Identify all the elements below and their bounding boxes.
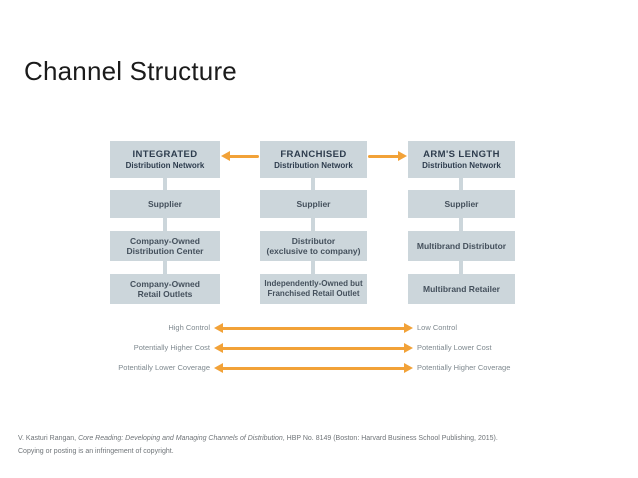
arrowhead-left-icon — [214, 323, 223, 333]
arrowhead-left-icon — [214, 363, 223, 373]
box-label: Multibrand Distributor — [416, 240, 507, 251]
box-label: Distributor — [291, 235, 336, 246]
box-supplier-franchised: Supplier — [260, 190, 367, 218]
box-label: Franchised Retail Outlet — [267, 289, 360, 298]
double-arrow-icon — [214, 363, 413, 374]
comparison-right-label: Potentially Higher Coverage — [417, 363, 511, 372]
header-title: FRANCHISED — [280, 148, 347, 160]
comparison-right-label: Potentially Lower Cost — [417, 343, 492, 352]
box-supplier-arms-length: Supplier — [408, 190, 515, 218]
citation-line-1: V. Kasturi Rangan, Core Reading: Develop… — [18, 432, 498, 445]
citation-line-2: Copying or posting is an infringement of… — [18, 448, 174, 455]
box-label: Supplier — [147, 198, 182, 209]
box-label: Company-Owned — [130, 235, 200, 246]
arrowhead-right-icon — [404, 323, 413, 333]
box-label: Supplier — [296, 198, 331, 209]
connector-line — [311, 218, 315, 231]
header-title: ARM'S LENGTH — [423, 148, 500, 160]
arrowhead-right-icon — [404, 363, 413, 373]
comparison-left-label: High Control — [168, 323, 210, 332]
comparison-left-label: Potentially Higher Cost — [133, 343, 210, 352]
right-arrow-icon — [368, 151, 407, 162]
box-multibrand-retailer: Multibrand Retailer — [408, 274, 515, 304]
box-franchised-retail-outlet: Independently-Owned but Franchised Retai… — [260, 274, 367, 304]
arrow-shaft — [221, 347, 406, 350]
comparison-right-label: Low Control — [417, 323, 458, 332]
arrowhead-right-icon — [404, 343, 413, 353]
connector-line — [311, 178, 315, 190]
header-subtitle: Distribution Network — [422, 160, 501, 170]
double-arrow-icon — [214, 343, 413, 354]
box-label: Multibrand Retailer — [423, 283, 500, 294]
left-arrow-icon — [221, 151, 259, 162]
connector-line — [163, 261, 167, 274]
arrowhead-left-icon — [221, 151, 230, 161]
header-box-franchised: FRANCHISED Distribution Network — [260, 141, 367, 178]
arrowhead-left-icon — [214, 343, 223, 353]
arrow-shaft — [228, 155, 259, 158]
arrowhead-right-icon — [398, 151, 407, 161]
header-title: INTEGRATED — [132, 148, 198, 160]
box-distribution-center: Company-Owned Distribution Center — [110, 231, 220, 261]
header-box-arms-length: ARM'S LENGTH Distribution Network — [408, 141, 515, 178]
header-subtitle: Distribution Network — [274, 160, 353, 170]
box-label: Independently-Owned but — [264, 278, 363, 288]
connector-line — [163, 178, 167, 190]
citation-text: V. Kasturi Rangan, — [18, 435, 79, 442]
box-label: Retail Outlets — [137, 289, 193, 299]
header-subtitle: Distribution Network — [125, 160, 205, 170]
box-label: Supplier — [444, 198, 479, 209]
comparison-left-label: Potentially Lower Coverage — [118, 363, 210, 372]
box-multibrand-distributor: Multibrand Distributor — [408, 231, 515, 261]
connector-line — [311, 261, 315, 274]
citation-title-italic: Core Reading: Developing and Managing Ch… — [78, 435, 283, 442]
box-retail-outlets: Company-Owned Retail Outlets — [110, 274, 220, 304]
citation: V. Kasturi Rangan, Core Reading: Develop… — [18, 432, 498, 458]
arrow-shaft — [368, 155, 400, 158]
box-supplier-integrated: Supplier — [110, 190, 220, 218]
page-title: Channel Structure — [24, 56, 237, 86]
double-arrow-icon — [214, 323, 413, 334]
box-label: Distribution Center — [126, 246, 204, 256]
connector-line — [163, 218, 167, 231]
header-box-integrated: INTEGRATED Distribution Network — [110, 141, 220, 178]
citation-text: , HBP No. 8149 (Boston: Harvard Business… — [282, 435, 498, 442]
box-label: Company-Owned — [130, 278, 200, 289]
box-distributor: Distributor (exclusive to company) — [260, 231, 367, 261]
connector-line — [459, 261, 463, 274]
arrow-shaft — [221, 367, 406, 370]
connector-line — [459, 178, 463, 190]
box-label: (exclusive to company) — [266, 246, 361, 256]
arrow-shaft — [221, 327, 406, 330]
connector-line — [459, 218, 463, 231]
